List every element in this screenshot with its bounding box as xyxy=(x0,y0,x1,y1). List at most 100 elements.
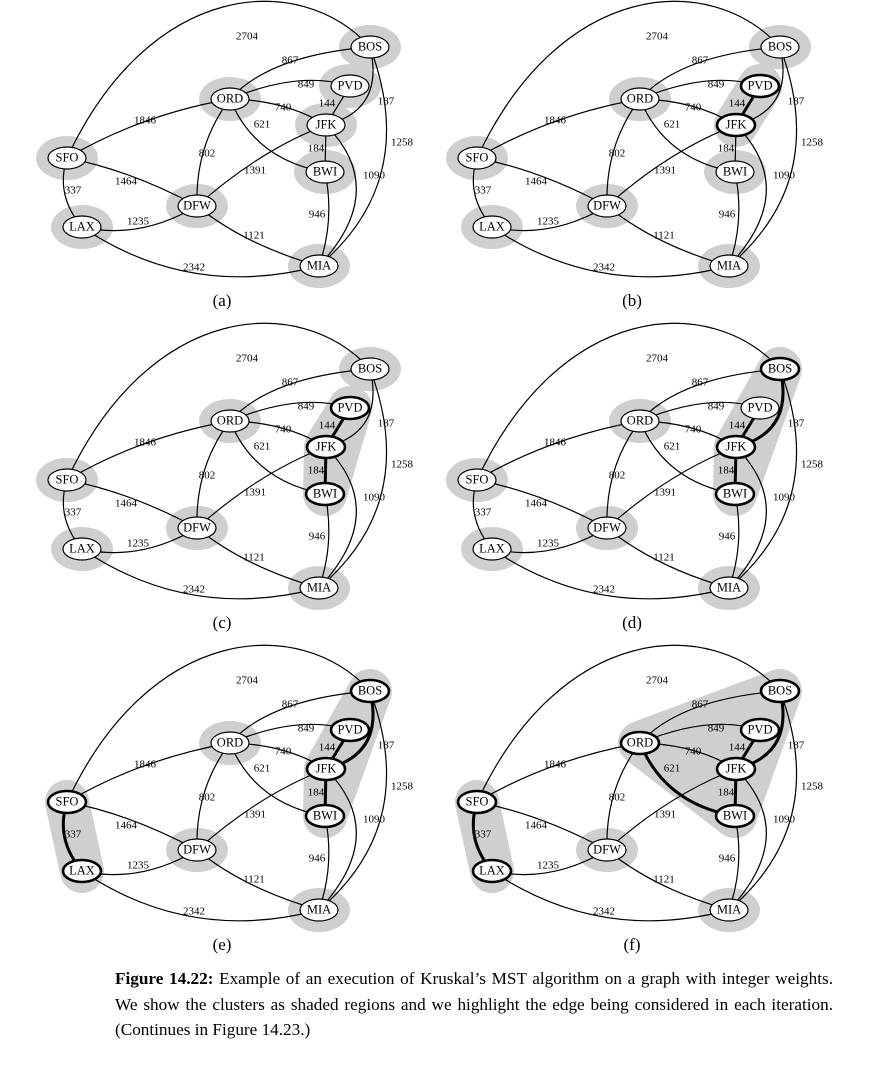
airport-node xyxy=(587,516,627,540)
graph-edge xyxy=(728,124,767,267)
edge-weight-label: 144 xyxy=(729,742,746,754)
edge-weight-label: 1846 xyxy=(544,437,567,449)
airport-node-label: DFW xyxy=(593,842,621,856)
airport-node-label: JFK xyxy=(316,439,337,453)
airport-node xyxy=(587,838,627,862)
edge-weight-label: 740 xyxy=(275,424,292,436)
edge-weight-label: 2704 xyxy=(646,675,669,687)
edge-weight-label: 802 xyxy=(199,470,216,482)
graph-edge xyxy=(318,124,357,267)
airport-node xyxy=(709,898,749,922)
edge-weight-label: 946 xyxy=(719,209,736,221)
edge-weight-label: 849 xyxy=(708,723,725,735)
airport-node-label: MIA xyxy=(717,258,741,272)
edge-weight-label: 1258 xyxy=(391,137,414,149)
edge-weight-label: 337 xyxy=(65,507,82,519)
edge-weight-label: 1090 xyxy=(363,814,386,826)
graph-edge xyxy=(66,322,371,481)
figure-caption: Figure 14.22: Example of an execution of… xyxy=(115,966,833,1043)
airport-node xyxy=(709,254,749,278)
graph-edge xyxy=(318,768,357,911)
edge-weight-label: 740 xyxy=(685,746,702,758)
edge-weight-label: 1258 xyxy=(391,459,414,471)
edge-weight-label: 1121 xyxy=(243,552,265,564)
edge-weight-label: 1090 xyxy=(773,170,796,182)
airport-node xyxy=(350,357,390,381)
edge-weight-label: 802 xyxy=(199,792,216,804)
edge-weight-label: 184 xyxy=(718,787,735,799)
edge-weight-label: 802 xyxy=(609,792,626,804)
graph-edge xyxy=(728,46,798,267)
airport-node-label: DFW xyxy=(593,520,621,534)
airport-node xyxy=(304,803,346,829)
edge-weight-label: 1846 xyxy=(134,437,157,449)
graph-edge xyxy=(318,368,388,589)
edge-weight-label: 1121 xyxy=(243,230,265,242)
airport-node-label: JFK xyxy=(726,761,747,775)
airport-node xyxy=(306,113,346,137)
edge-weight-label: 867 xyxy=(282,55,299,67)
panel-label: (b) xyxy=(622,291,642,310)
airport-node-label: BOS xyxy=(768,683,792,697)
edge-weight-label: 144 xyxy=(319,420,336,432)
edge-weight-label: 2342 xyxy=(593,906,615,918)
airport-node xyxy=(457,146,497,170)
edge-weight-label: 1235 xyxy=(127,538,150,550)
edge-weight-label: 740 xyxy=(275,102,292,114)
edge-weight-label: 849 xyxy=(298,79,315,91)
edge-weight-label: 802 xyxy=(609,470,626,482)
airport-node-label: PVD xyxy=(337,400,362,414)
edge-weight-label: 1121 xyxy=(653,552,675,564)
airport-node xyxy=(62,215,102,239)
edge-weight-label: 1090 xyxy=(363,170,386,182)
airport-node xyxy=(329,717,371,743)
airport-node xyxy=(62,537,102,561)
edge-weight-label: 1090 xyxy=(363,492,386,504)
edge-weight-label: 621 xyxy=(254,763,271,775)
edge-weight-label: 621 xyxy=(664,763,681,775)
edge-weight-label: 2342 xyxy=(183,906,205,918)
airport-node xyxy=(299,898,339,922)
graph-edge xyxy=(81,226,320,278)
airport-node xyxy=(471,858,513,884)
airport-node-label: DFW xyxy=(593,198,621,212)
airport-node xyxy=(47,146,87,170)
edge-weight-label: 946 xyxy=(719,531,736,543)
airport-node-label: MIA xyxy=(307,258,331,272)
edge-weight-label: 1121 xyxy=(243,874,265,886)
graph-edge xyxy=(476,98,641,159)
edge-weight-label: 1846 xyxy=(134,115,157,127)
edge-weight-label: 2704 xyxy=(236,675,259,687)
airport-node-label: BOS xyxy=(358,361,382,375)
edge-weight-label: 144 xyxy=(319,98,336,110)
edge-weight-label: 337 xyxy=(475,185,492,197)
airport-node xyxy=(299,254,339,278)
airport-node xyxy=(740,396,780,420)
graph-edge xyxy=(81,870,320,922)
edge-weight-label: 867 xyxy=(692,377,709,389)
airport-node-label: PVD xyxy=(747,722,772,736)
airport-node-label: LAX xyxy=(69,219,95,233)
airport-node xyxy=(759,678,801,704)
edge-weight-label: 2342 xyxy=(593,262,615,274)
panel-label: (a) xyxy=(213,291,232,310)
airport-node-label: SFO xyxy=(56,150,79,164)
panel-label: (c) xyxy=(213,613,232,632)
edge-weight-label: 1258 xyxy=(391,781,414,793)
airport-node-label: ORD xyxy=(217,413,243,427)
airport-node xyxy=(177,838,217,862)
graph-edge xyxy=(728,768,767,911)
edge-weight-label: 849 xyxy=(708,79,725,91)
airport-node xyxy=(714,803,756,829)
edge-weight-label: 187 xyxy=(788,418,805,430)
airport-node-label: JFK xyxy=(726,439,747,453)
edge-weight-label: 1235 xyxy=(537,860,560,872)
airport-node-label: LAX xyxy=(69,863,95,877)
edge-weight-label: 1235 xyxy=(537,216,560,228)
edge-weight-label: 2342 xyxy=(593,584,615,596)
edge-weight-label: 1258 xyxy=(801,459,824,471)
edge-weight-label: 1464 xyxy=(115,820,138,832)
edge-weight-label: 1121 xyxy=(653,874,675,886)
